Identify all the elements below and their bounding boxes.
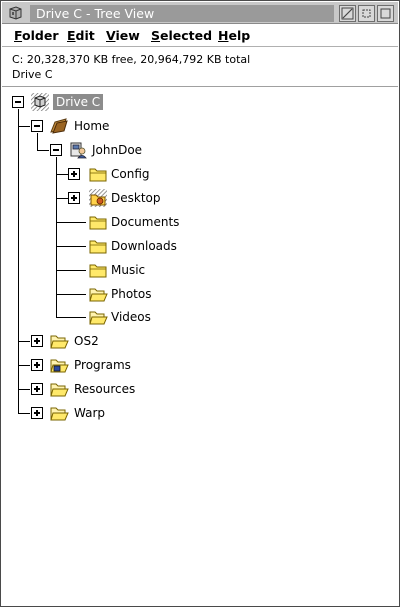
collapse-toggle[interactable] <box>31 120 43 132</box>
tree-item-johndoe[interactable]: JohnDoe <box>92 143 143 157</box>
tree-item-programs[interactable]: Programs <box>74 358 131 372</box>
tree-line <box>56 222 86 223</box>
folder-icon[interactable] <box>88 164 108 184</box>
tree-line <box>18 126 30 127</box>
tree-line <box>18 365 30 366</box>
folder-tree: Drive C Home JohnDoe Config <box>2 88 398 606</box>
menu-view-label: iew <box>115 28 140 43</box>
folder-icon[interactable] <box>88 212 108 232</box>
expand-toggle[interactable] <box>68 168 80 180</box>
tree-line <box>18 109 19 413</box>
collapse-toggle[interactable] <box>12 96 24 108</box>
tree-item-desktop[interactable]: Desktop <box>111 191 161 205</box>
drive-label-text: Drive C <box>12 68 53 81</box>
tree-line <box>56 294 86 295</box>
open-folder-icon[interactable] <box>88 284 108 304</box>
tree-item-videos[interactable]: Videos <box>111 310 151 324</box>
open-folder-icon[interactable] <box>49 331 69 351</box>
open-folder-icon[interactable] <box>49 379 69 399</box>
tree-line <box>18 341 30 342</box>
menu-folder-label: older <box>22 28 59 43</box>
menu-help[interactable]: Help <box>218 28 250 44</box>
tree-item-documents[interactable]: Documents <box>111 215 180 229</box>
maximize-icon <box>380 8 391 19</box>
tree-line <box>56 246 86 247</box>
folder-icon[interactable] <box>88 236 108 256</box>
user-folder-icon[interactable] <box>68 140 88 160</box>
programs-folder-icon[interactable] <box>49 355 69 375</box>
window-title: Drive C - Tree View <box>30 5 334 22</box>
hide-icon <box>341 7 354 20</box>
tree-line <box>18 389 30 390</box>
menu-edit[interactable]: Edit <box>67 28 95 44</box>
tree-item-downloads[interactable]: Downloads <box>111 239 177 253</box>
tree-line <box>37 133 38 150</box>
hide-button[interactable] <box>339 5 356 22</box>
menu-selected-label: elected <box>160 28 213 43</box>
menu-edit-accel: E <box>67 28 76 43</box>
restore-button[interactable] <box>358 5 375 22</box>
tree-item-warp[interactable]: Warp <box>74 406 106 420</box>
tree-line <box>56 174 68 175</box>
menu-folder[interactable]: Folder <box>14 28 59 44</box>
tree-item-resources[interactable]: Resources <box>74 382 136 396</box>
tree-line <box>56 157 57 317</box>
title-bar[interactable]: Drive C - Tree View <box>2 2 398 24</box>
free-space-text: C: 20,328,370 KB free, 20,964,792 KB tot… <box>12 53 251 66</box>
menu-help-accel: H <box>218 28 229 43</box>
tree-item-config[interactable]: Config <box>111 167 150 181</box>
folder-icon[interactable] <box>88 260 108 280</box>
system-menu-icon[interactable] <box>6 5 24 21</box>
menu-selected[interactable]: Selected <box>151 28 212 44</box>
collapse-toggle[interactable] <box>50 144 62 156</box>
expand-toggle[interactable] <box>31 335 43 347</box>
maximize-button[interactable] <box>377 5 394 22</box>
menu-selected-accel: S <box>151 28 161 43</box>
open-folder-icon[interactable] <box>49 403 69 423</box>
menu-bar: Folder Edit View Selected Help <box>2 25 398 47</box>
tree-item-music[interactable]: Music <box>111 263 146 277</box>
expand-toggle[interactable] <box>31 359 43 371</box>
tree-item-drive-c[interactable]: Drive C <box>53 94 104 110</box>
tree-line <box>56 270 86 271</box>
tree-line <box>37 150 49 151</box>
drive-info-panel: C: 20,328,370 KB free, 20,964,792 KB tot… <box>2 48 398 87</box>
tree-item-photos[interactable]: Photos <box>111 287 152 301</box>
menu-folder-accel: F <box>14 28 23 43</box>
restore-icon <box>362 9 371 18</box>
menu-help-label: elp <box>228 28 251 43</box>
menu-view[interactable]: View <box>106 28 140 44</box>
tree-line <box>56 198 68 199</box>
tree-item-os2[interactable]: OS2 <box>74 334 99 348</box>
hard-drive-icon[interactable] <box>30 92 50 112</box>
open-folder-icon[interactable] <box>88 307 108 327</box>
tree-line <box>18 413 30 414</box>
desktop-folder-icon[interactable] <box>88 188 108 208</box>
tree-item-home[interactable]: Home <box>74 119 110 133</box>
menu-view-accel: V <box>106 28 116 43</box>
expand-toggle[interactable] <box>31 407 43 419</box>
expand-toggle[interactable] <box>31 383 43 395</box>
tree-line <box>56 317 86 318</box>
expand-toggle[interactable] <box>68 192 80 204</box>
home-folder-icon[interactable] <box>49 116 69 136</box>
menu-edit-label: dit <box>75 28 95 43</box>
